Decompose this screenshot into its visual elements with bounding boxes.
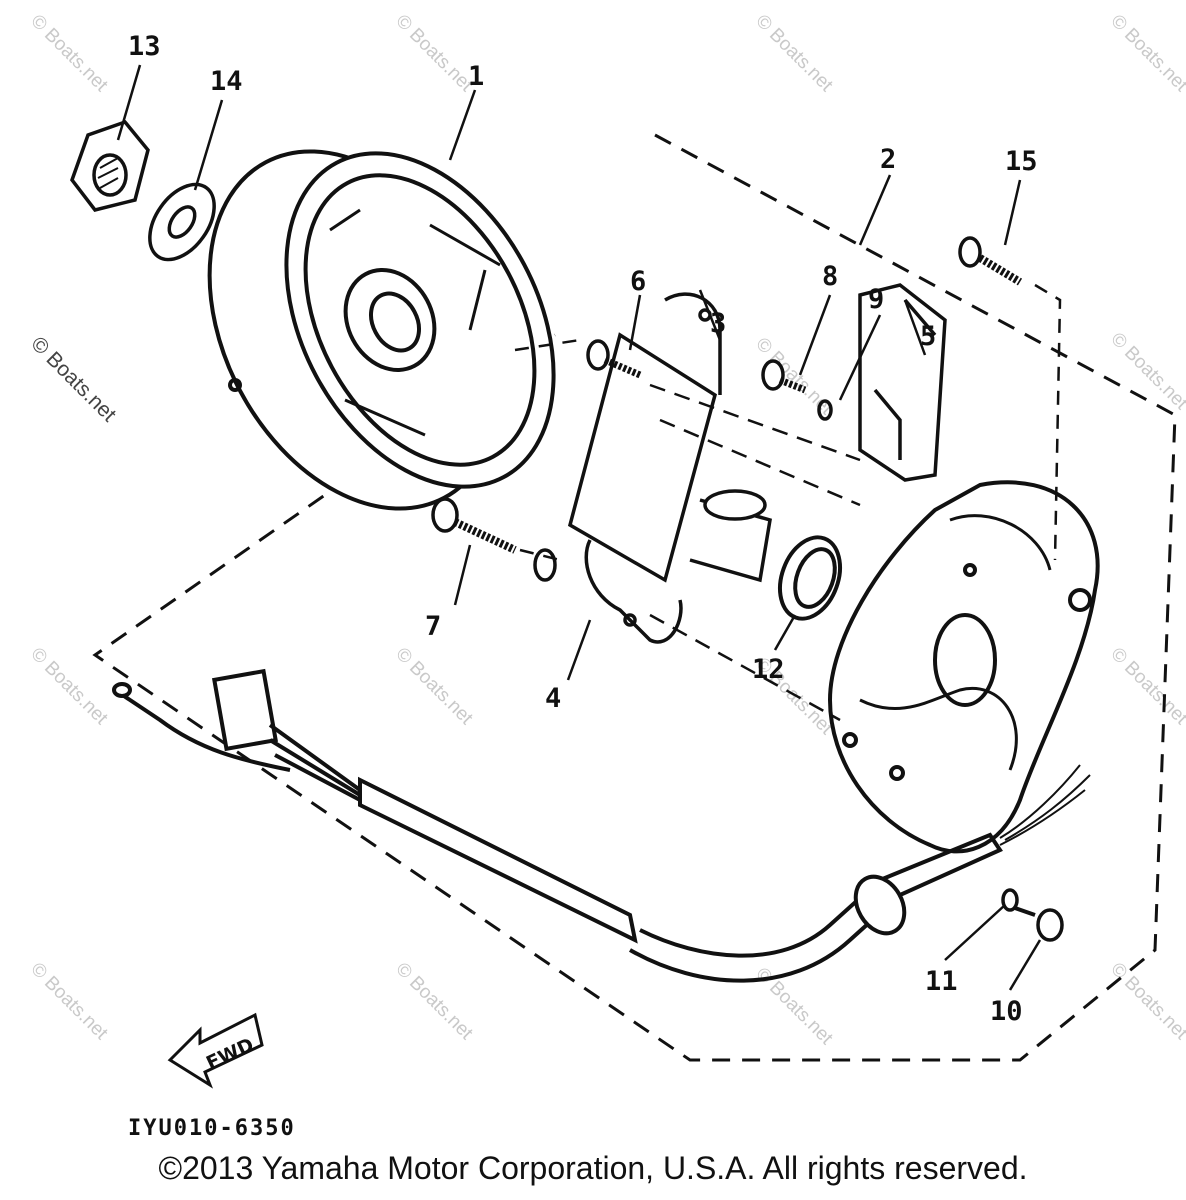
callout-8: 8	[822, 261, 838, 292]
callout-13: 13	[128, 31, 161, 62]
callout-5: 5	[920, 321, 936, 352]
callout-9: 9	[868, 284, 884, 315]
callout-1: 1	[468, 61, 484, 92]
callout-4: 4	[545, 683, 561, 714]
screw	[586, 339, 642, 379]
screw	[431, 497, 517, 554]
callout-11: 11	[925, 966, 958, 997]
watermark: © Boats.net	[391, 959, 477, 1045]
cord-clamp	[858, 283, 947, 482]
screw	[761, 359, 807, 394]
assembly-boundary	[92, 133, 1177, 1062]
watermark: © Boats.net	[751, 11, 837, 97]
oil-seal	[778, 535, 842, 621]
screw	[958, 236, 1023, 286]
watermark: © Boats.net	[26, 332, 120, 426]
callout-7: 7	[425, 611, 441, 642]
watermark: © Boats.net	[1106, 11, 1186, 97]
nut	[70, 119, 150, 212]
watermark: © Boats.net	[751, 964, 837, 1050]
copyright-notice: ©2013 Yamaha Motor Corporation, U.S.A. A…	[158, 1150, 1028, 1186]
leader-lines	[116, 64, 1062, 991]
washer	[148, 182, 216, 262]
flywheel	[207, 149, 556, 511]
wire-harness	[112, 668, 1091, 983]
watermark: © Boats.net	[26, 959, 112, 1045]
callout-14: 14	[210, 66, 243, 97]
callout-10: 10	[990, 996, 1023, 1027]
callout-12: 12	[752, 654, 785, 685]
watermark: © Boats.net	[1106, 329, 1186, 415]
stator-base-plate	[827, 480, 1100, 854]
callout-15: 15	[1005, 146, 1038, 177]
watermark: © Boats.net	[1106, 959, 1186, 1045]
callout-labels: 13 14 1 2 15 6 3 8 9 5 7 4 12 11 10	[128, 31, 1038, 1027]
watermark: © Boats.net	[26, 11, 112, 97]
callout-2: 2	[880, 144, 896, 175]
watermark: © Boats.net	[1106, 644, 1186, 730]
callout-6: 6	[630, 266, 646, 297]
diagram-code: IYU010-6350	[128, 1116, 296, 1141]
callout-3: 3	[710, 308, 726, 339]
screw	[1014, 906, 1064, 942]
washer-small	[533, 399, 1019, 912]
fwd-arrow-icon: FWD	[167, 1012, 264, 1089]
watermark: © Boats.net	[391, 644, 477, 730]
watermark: © Boats.net	[391, 11, 477, 97]
